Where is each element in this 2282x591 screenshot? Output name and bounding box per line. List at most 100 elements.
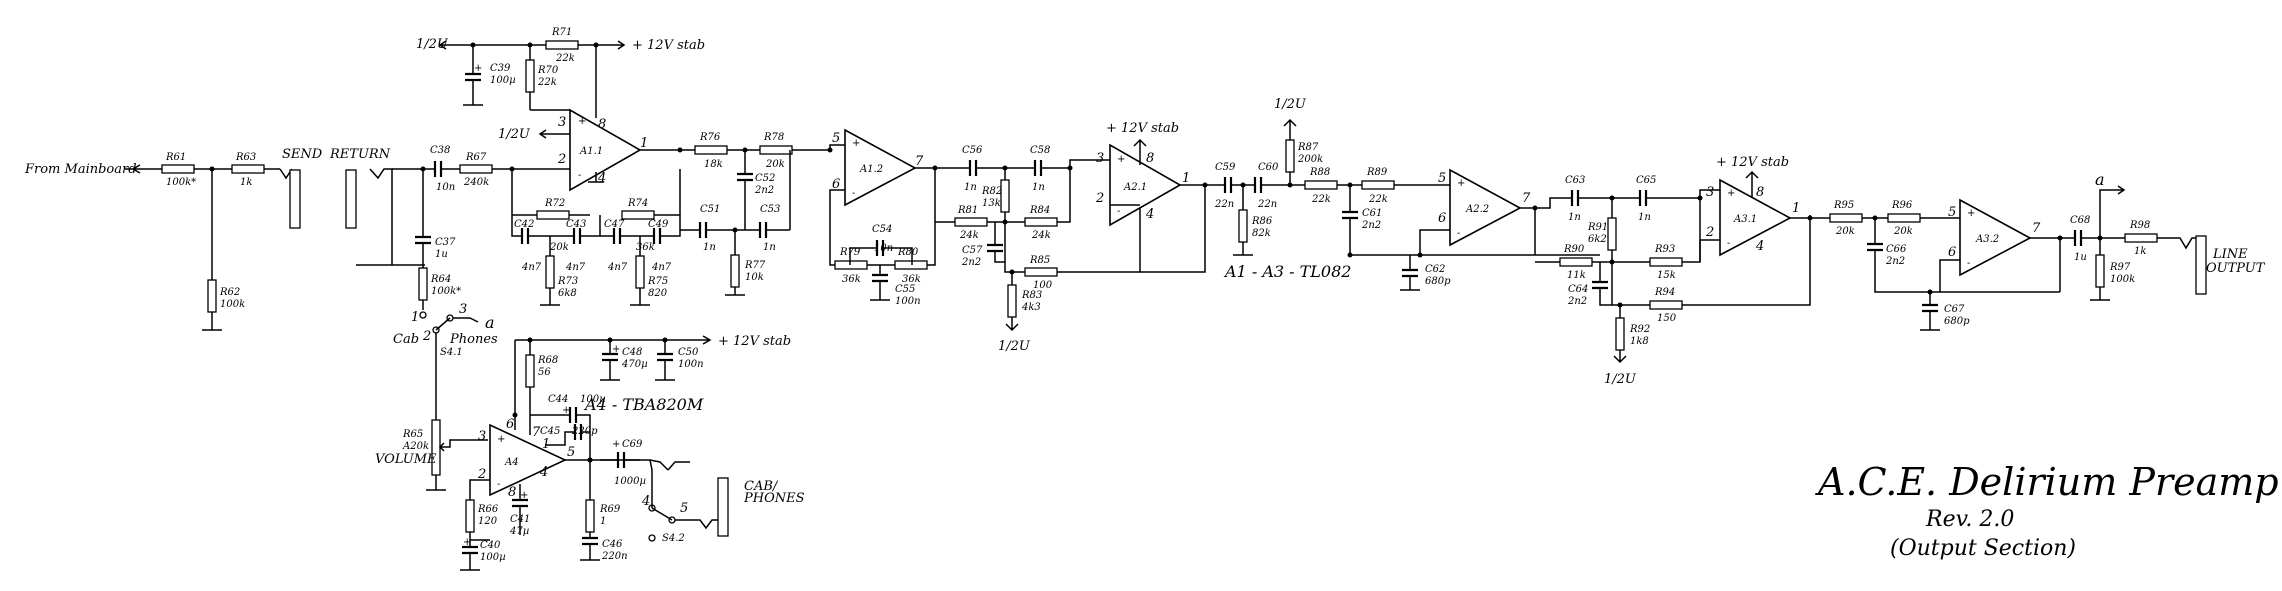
c64-ref: C64 — [1568, 284, 1588, 295]
r98-val: 1k — [2134, 246, 2146, 257]
c60-val: 22n — [1257, 199, 1277, 210]
r61-ref: R61 — [165, 152, 186, 163]
c67-ref: C67 — [1944, 304, 1965, 315]
c64-val: 2n2 — [1567, 296, 1587, 307]
svg-text:5: 5 — [567, 445, 575, 460]
v12-label-3: + 12V stab — [1716, 155, 1789, 170]
r71-val: 22k — [555, 53, 575, 64]
c45-ref: C45 — [540, 426, 560, 437]
r97-ref: R97 — [2109, 262, 2131, 273]
c68-val: 1u — [2074, 252, 2087, 263]
c49-val: 4n7 — [651, 262, 672, 273]
resistor-r64 — [418, 267, 428, 301]
svg-text:-: - — [497, 479, 501, 490]
svg-text:7: 7 — [1522, 191, 1531, 206]
r84-val: 24k — [1031, 230, 1051, 241]
c53-ref: C53 — [760, 204, 780, 215]
v12-label-1: + 12V stab — [632, 38, 705, 53]
opamp-a1-1 — [569, 108, 642, 192]
c38-val: 10n — [436, 182, 455, 193]
c54-val: 10n — [874, 243, 893, 254]
r67-val: 240k — [463, 177, 489, 188]
svg-text:+: + — [463, 537, 471, 548]
r94-ref: R94 — [1654, 287, 1675, 298]
c46-ref: C46 — [602, 539, 623, 550]
r93-ref: R93 — [1654, 244, 1675, 255]
svg-text:6: 6 — [1948, 245, 1956, 260]
c51-ref: C51 — [700, 204, 720, 215]
r91-ref: R91 — [1587, 222, 1608, 233]
cab-phones-jack — [717, 477, 729, 537]
svg-text:5: 5 — [1948, 205, 1956, 220]
svg-text:-: - — [852, 188, 856, 199]
svg-text:4: 4 — [597, 171, 606, 186]
half-u-label-1: 1/2U — [416, 37, 449, 52]
resistor-r61 — [161, 164, 195, 174]
resistor-r95 — [1829, 213, 1863, 223]
resistor-r88 — [1304, 180, 1338, 190]
r84-ref: R84 — [1029, 205, 1050, 216]
c56-ref: C56 — [962, 145, 983, 156]
r68-val: 56 — [538, 367, 551, 378]
c50-ref: C50 — [678, 347, 699, 358]
svg-text:+: + — [1727, 188, 1735, 199]
c47-ref: C47 — [604, 219, 625, 230]
resistor-r84 — [1024, 217, 1058, 227]
return-label: RETURN — [329, 147, 391, 162]
opamp-a3-1 — [1719, 178, 1792, 257]
stage-a2-2: C59 22n C60 22n R86 82k R87 200k 1/2U R8… — [1205, 97, 1600, 291]
c52-ref: C52 — [755, 173, 775, 184]
r86-val: 82k — [1252, 228, 1271, 239]
c39-val: 100µ — [490, 75, 516, 86]
resistor-r86 — [1238, 209, 1248, 243]
half-u-label-4: 1/2U — [1274, 97, 1307, 112]
c39-ref: C39 — [490, 63, 511, 74]
r93-val: 15k — [1657, 270, 1676, 281]
a-label-1: a — [2095, 170, 2105, 189]
r88-val: 22k — [1311, 194, 1331, 205]
svg-text:7: 7 — [915, 154, 924, 169]
send-jack — [289, 169, 301, 229]
c69-ref: C69 — [622, 439, 643, 450]
c45-val: 220p — [571, 426, 598, 437]
resistor-r79 — [834, 260, 868, 270]
r66-val: 120 — [478, 516, 498, 527]
r61-val: 100k* — [166, 177, 196, 188]
c63-ref: C63 — [1565, 175, 1585, 186]
resistor-r68 — [525, 354, 535, 388]
stage-a3-2: R95 20k R96 20k C66 2n2 C67 680p + - A3.… — [1810, 170, 2266, 331]
svg-text:4: 4 — [1145, 207, 1154, 222]
resistor-r82 — [1000, 179, 1010, 213]
c66-val: 2n2 — [1885, 256, 1905, 267]
svg-text:-: - — [1967, 258, 1971, 269]
svg-text:2: 2 — [557, 152, 566, 167]
svg-text:3: 3 — [1706, 185, 1714, 200]
c40-ref: C40 — [480, 540, 501, 551]
opamp-a4 — [489, 423, 567, 497]
r81-val: 24k — [959, 230, 979, 241]
opamp-a1-1-name: A1.1 — [579, 146, 603, 157]
c58-ref: C58 — [1030, 145, 1050, 156]
r65-val: A20k — [402, 441, 429, 452]
opamp-a3-2 — [1959, 198, 2032, 277]
resistor-r97 — [2095, 254, 2105, 288]
title-main: A.C.E. Delirium Preamp — [1815, 460, 2279, 504]
svg-text:S4.2: S4.2 — [662, 533, 685, 544]
c42-ref: C42 — [514, 219, 534, 230]
r82-ref: R82 — [981, 186, 1002, 197]
c67-val: 680p — [1944, 316, 1970, 327]
r63-ref: R63 — [235, 152, 256, 163]
c63-val: 1n — [1568, 212, 1581, 223]
opamp-a1-2-name: A1.2 — [859, 164, 883, 175]
resistor-r78 — [759, 145, 793, 155]
svg-text:8: 8 — [508, 485, 516, 500]
r69-val: 1 — [600, 516, 606, 527]
svg-text:5: 5 — [832, 131, 840, 146]
svg-text:8: 8 — [1146, 151, 1154, 166]
r81-ref: R81 — [957, 205, 978, 216]
r62-ref: R62 — [219, 287, 240, 298]
half-u-label-2: 1/2U — [498, 127, 531, 142]
half-u-label-3: 1/2U — [998, 339, 1031, 354]
resistor-r93 — [1649, 257, 1683, 267]
